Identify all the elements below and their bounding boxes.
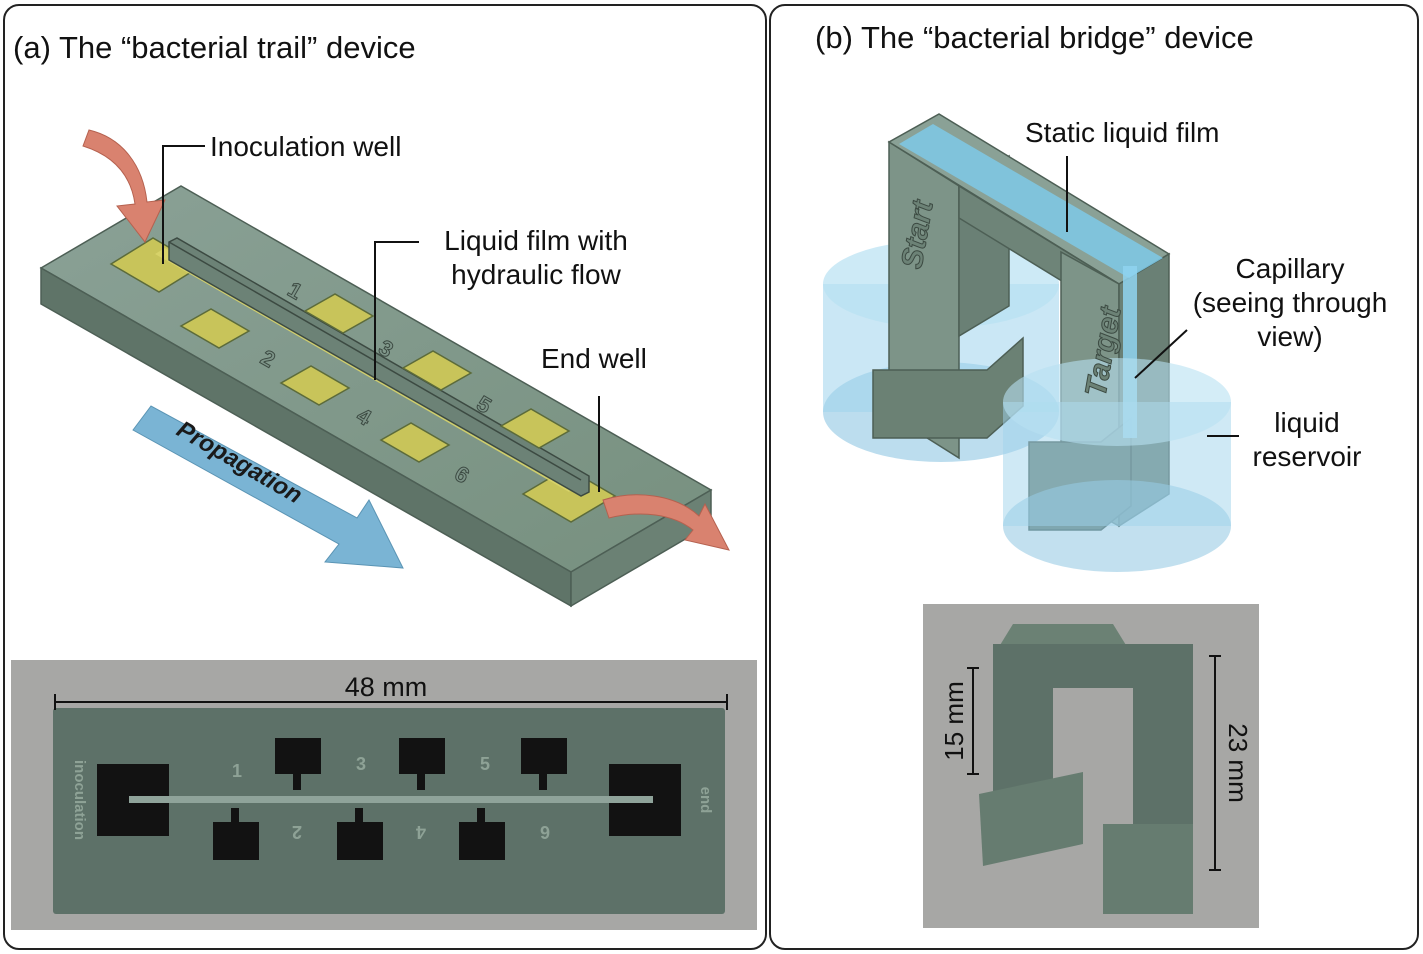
panel-b: (b) The “bacterial bridge” device Start … (769, 4, 1419, 950)
well-1 (303, 293, 375, 334)
dimension-label-15mm: 15 mm (939, 681, 969, 760)
photo-num-3: 3 (356, 754, 366, 774)
photo-num-4: 4 (416, 822, 426, 842)
outflow-arrow (602, 494, 730, 551)
photo-well-6 (459, 822, 505, 860)
bridge-device-illustration: Start Target (823, 113, 1239, 572)
label-liquid-film: Liquid film with hydraulic flow (425, 224, 647, 292)
well-3 (401, 350, 473, 391)
photo-well-3 (399, 738, 445, 774)
leader-liquid-film (374, 241, 419, 380)
leader-capillary (1134, 329, 1188, 379)
label-liquid-film-line2: hydraulic flow (451, 259, 621, 290)
leader-inoculation (162, 145, 205, 264)
label-capillary: Capillary (seeing through view) (1175, 252, 1405, 354)
photo-num-1: 1 (232, 761, 242, 781)
label-capillary-line2: (seeing through (1192, 287, 1388, 318)
well-2 (179, 308, 251, 349)
label-liquid-film-line1: Liquid film with (444, 225, 628, 256)
photo-well-4 (337, 822, 383, 860)
label-reservoir-line1: liquid (1274, 407, 1340, 438)
photo-well-5 (521, 738, 567, 774)
label-capillary-line1: Capillary (1235, 253, 1345, 284)
dimension-label-48mm: 48 mm (344, 672, 428, 702)
well-4 (279, 365, 351, 406)
well-6 (379, 422, 451, 463)
photo-channel (129, 796, 653, 803)
trail-device-illustration: 1 2 3 4 5 6 Propagation (39, 129, 730, 608)
photo-bridge-left-pillar (993, 684, 1053, 794)
photo-bridge-beam (993, 644, 1193, 688)
photo-num-5: 5 (480, 754, 490, 774)
right-reservoir-top (1003, 358, 1231, 446)
inflow-arrow (82, 129, 166, 243)
well-5 (499, 408, 571, 449)
photo-well-2 (213, 822, 259, 860)
panel-a-title: (a) The “bacterial trail” device (13, 30, 416, 65)
panel-a: (a) The “bacterial trail” device 1 (3, 4, 767, 950)
bridge-photo-drawing: 15 mm 23 mm (939, 624, 1253, 914)
photo-num-6: 6 (540, 822, 550, 842)
propagation-arrow (132, 405, 404, 569)
label-reservoir-line2: reservoir (1252, 441, 1362, 472)
photo-bridge-left-foot (979, 772, 1083, 866)
trail-device-photo: 1 3 5 2 4 6 inoculation end 48 mm (11, 660, 757, 930)
photo-bridge-right-foot (1103, 824, 1193, 914)
static-liquid-film (899, 124, 1163, 278)
label-end-well: End well (541, 343, 647, 374)
label-static-film: Static liquid film (1025, 117, 1220, 148)
photo-engraved-end: end (697, 787, 714, 814)
panel-b-title: (b) The “bacterial bridge” device (815, 20, 1254, 55)
bridge-device-photo: 15 mm 23 mm (923, 604, 1259, 928)
label-inoculation-well: Inoculation well (210, 131, 402, 162)
label-capillary-line3: view) (1257, 321, 1323, 352)
photo-well-1 (275, 738, 321, 774)
photo-num-2: 2 (292, 822, 302, 842)
dimension-label-23mm: 23 mm (1223, 723, 1253, 802)
label-reservoir: liquid reservoir (1237, 406, 1377, 474)
photo-engraved-inoculation: inoculation (71, 760, 88, 840)
trail-photo-drawing: 1 3 5 2 4 6 inoculation end (53, 694, 728, 914)
photo-bridge-top (997, 624, 1129, 650)
